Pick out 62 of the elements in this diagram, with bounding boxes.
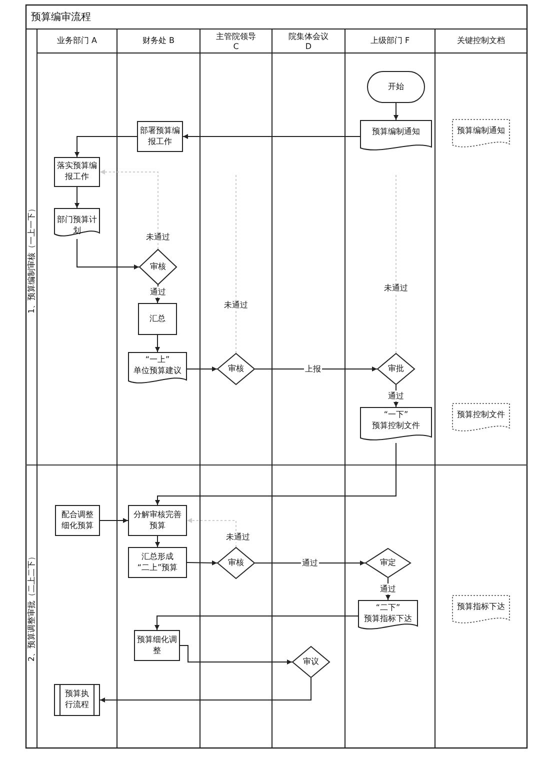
arrow xyxy=(182,134,360,139)
arrow xyxy=(386,578,390,600)
document-shape: 预算编制通知 xyxy=(452,119,510,150)
decision-diamond: 审核 xyxy=(217,353,255,385)
phase-label: 1、预算编制审核（一上一下） xyxy=(26,204,36,314)
edge-label: 未通过 xyxy=(223,300,249,310)
decision-diamond: 审核 xyxy=(217,547,255,579)
diagram-title: 预算编审流程 xyxy=(31,10,91,24)
process-box: 部署预算编报工作 xyxy=(137,121,183,152)
arrow xyxy=(186,366,218,372)
process-box: 预算细化调整 xyxy=(134,630,180,661)
edge-label: 未通过 xyxy=(145,232,171,242)
lane-header: 财务处 B xyxy=(141,36,176,46)
document-shape: 预算指标下达 xyxy=(452,595,510,626)
start-terminal: 开始 xyxy=(367,71,425,103)
edge-label: 通过 xyxy=(301,558,319,568)
lane-header: 上级部门 F xyxy=(369,36,411,46)
arrow xyxy=(180,645,292,664)
document-shape: 预算编制通知 xyxy=(360,120,432,153)
lane-header: 主管院领导 C xyxy=(215,32,257,53)
process-box: 配合调整细化预算 xyxy=(55,505,100,536)
return-line xyxy=(100,170,158,250)
return-line xyxy=(186,518,236,548)
lane-header: 院集体会议 D xyxy=(288,32,330,53)
edge-label: 通过 xyxy=(149,286,167,298)
edge-label: 未通过 xyxy=(225,532,251,542)
arrow xyxy=(254,560,366,566)
edge-label: 通过 xyxy=(379,584,397,594)
decision-diamond: 审批 xyxy=(377,353,415,385)
arrow xyxy=(155,442,396,506)
edge-label: 未通过 xyxy=(383,282,409,294)
process-box: 汇总 xyxy=(138,303,177,335)
arrow xyxy=(76,238,140,270)
document-shape: 部门预算计划 xyxy=(54,208,100,239)
arrow xyxy=(254,366,378,372)
document-shape: “一下” 预算控制文件 xyxy=(360,407,432,443)
document-shape: 预算控制文件 xyxy=(452,403,510,434)
subprocess-box: 预算执行流程 xyxy=(54,684,100,716)
process-box: 落实预算编报工作 xyxy=(54,157,100,187)
arrow xyxy=(74,136,138,158)
arrow xyxy=(155,284,160,304)
edge-label: 通过 xyxy=(387,390,405,402)
arrow xyxy=(186,560,218,566)
arrow xyxy=(74,186,80,208)
arrow xyxy=(394,102,398,120)
document-shape: “一上” 单位预算建议 xyxy=(128,352,187,386)
arrow xyxy=(100,518,128,523)
phase-label: 2、预算调整审批（二上二下） xyxy=(26,552,36,662)
process-box: 汇总形成 “二上”预算 xyxy=(128,547,187,578)
decision-diamond: 审定 xyxy=(365,548,411,578)
arrow xyxy=(100,678,312,702)
arrow xyxy=(155,334,160,352)
arrow xyxy=(154,616,358,630)
arrow xyxy=(155,536,160,548)
arrow xyxy=(394,384,398,408)
lane-header: 业务部门 A xyxy=(56,36,98,46)
process-box: 分解审核完善预算 xyxy=(128,505,187,536)
decision-diamond: 审议 xyxy=(292,646,330,678)
edge-label: 上报 xyxy=(304,364,322,374)
document-shape: “二下” 预算指标下达 xyxy=(358,600,418,632)
lane-header: 关键控制文档 xyxy=(456,36,506,46)
decision-diamond: 审核 xyxy=(139,249,177,285)
